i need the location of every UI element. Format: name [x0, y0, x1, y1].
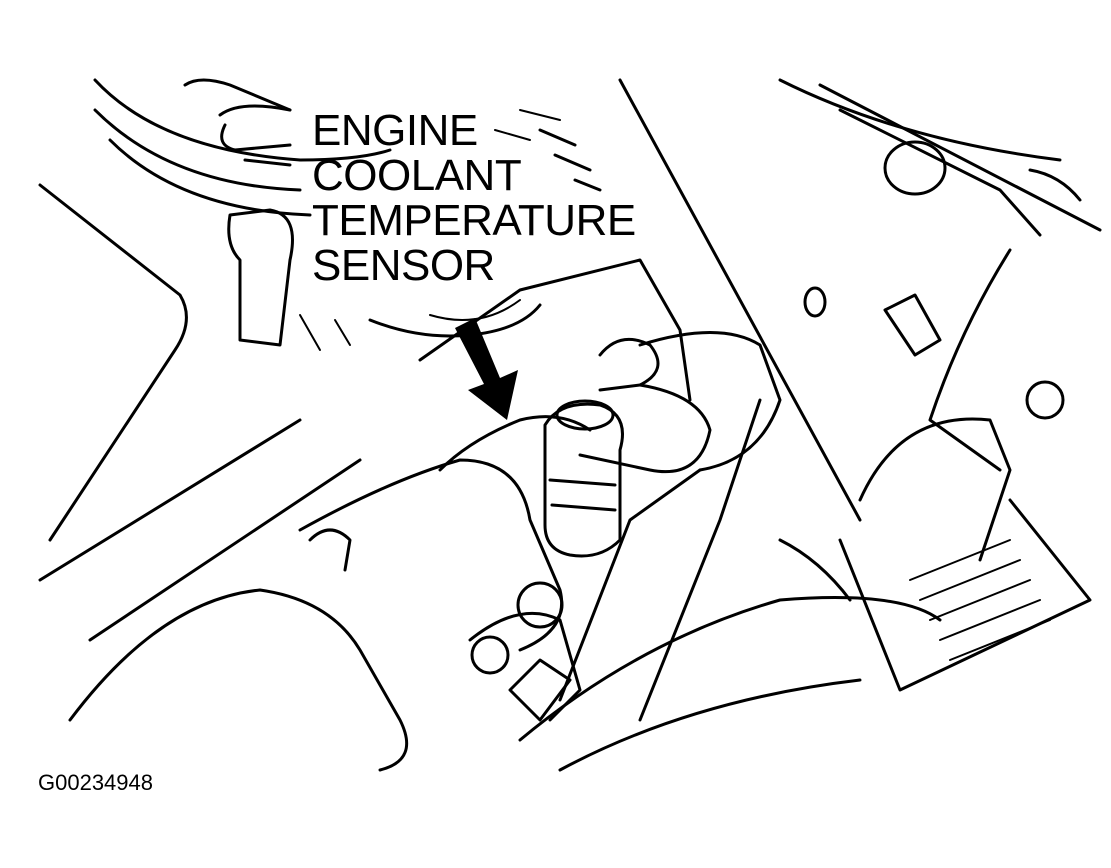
- figure-id: G00234948: [38, 770, 153, 795]
- coolant-temperature-sensor: [543, 399, 624, 558]
- lower-left-hose: [38, 418, 409, 772]
- callout-label: ENGINE COOLANT TEMPERATURE SENSOR: [312, 108, 636, 288]
- callout-line-4: SENSOR: [312, 241, 495, 290]
- callout-line-2: COOLANT: [312, 151, 522, 200]
- pipe-clamp: [838, 248, 1092, 692]
- callout-line-3: TEMPERATURE: [312, 196, 636, 245]
- upper-left-hoses: [183, 78, 294, 347]
- callout-line-1: ENGINE: [312, 106, 478, 155]
- lower-right-hose: [518, 538, 942, 772]
- pointer-arrow: [455, 318, 518, 420]
- upper-right-component: [618, 78, 1102, 522]
- bracket-holes: [803, 286, 1065, 420]
- sensor-connector-wire: [508, 331, 782, 722]
- thermostat-housing: [298, 258, 692, 722]
